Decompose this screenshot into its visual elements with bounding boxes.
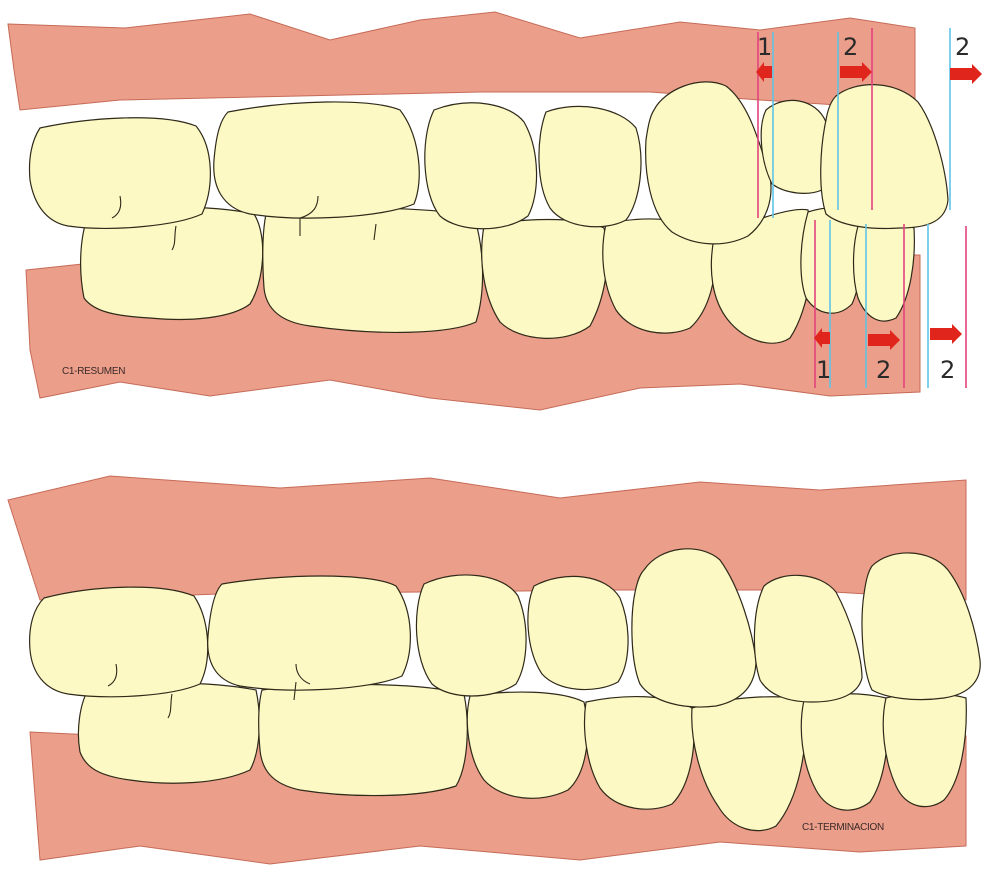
upper-molar-1: [30, 587, 208, 697]
upper-gum: [8, 12, 915, 110]
upper-premolar-1: [425, 103, 537, 229]
lower-premolar-1: [482, 220, 607, 339]
upper-canine: [646, 82, 771, 244]
panel-resumen: 1 2 2 1 2 2 C1-RESUMEN: [8, 12, 982, 410]
lower-molar-1: [78, 683, 259, 783]
marker-label: 2: [843, 33, 858, 61]
upper-molar-2: [208, 576, 411, 690]
upper-molar-1: [29, 118, 210, 229]
upper-lateral-incisor: [754, 575, 862, 702]
panel-terminacion: C1-TERMINACION: [8, 476, 980, 864]
marker-label: 2: [940, 356, 955, 384]
marker-label: 1: [816, 356, 831, 384]
lower-molar-2: [263, 208, 483, 332]
marker-label: 2: [876, 356, 891, 384]
upper-premolar-1: [416, 575, 526, 696]
marker-label: 1: [757, 33, 772, 61]
panel-caption: C1-RESUMEN: [62, 366, 125, 377]
panel-caption: C1-TERMINACION: [802, 822, 884, 833]
arrow-right-icon: [930, 324, 962, 344]
upper-premolar-2: [528, 576, 628, 689]
upper-central-incisor: [821, 85, 948, 229]
upper-lateral-incisor: [761, 100, 829, 193]
arrow-right-icon: [950, 64, 982, 84]
marker-label: 2: [955, 33, 970, 61]
lower-molar-2: [259, 684, 468, 795]
upper-molar-2: [214, 102, 420, 218]
upper-premolar-2: [539, 106, 641, 226]
